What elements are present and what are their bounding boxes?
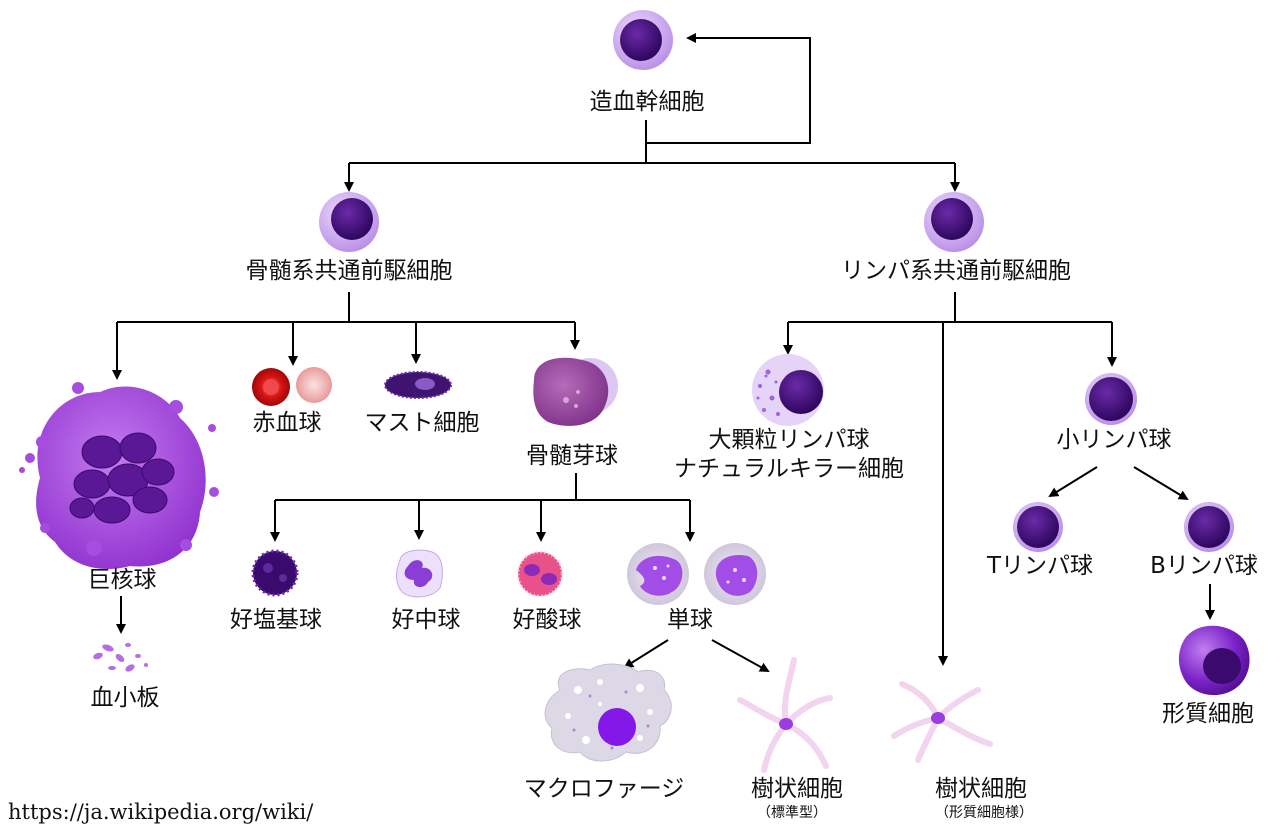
label-clp: リンパ系共通前駆細胞 xyxy=(841,258,1071,284)
basophil-cell-icon xyxy=(251,549,299,597)
label-mast-cell: マスト細胞 xyxy=(364,410,480,436)
label-erythrocyte: 赤血球 xyxy=(252,410,322,436)
small-lymphocyte-cell-icon xyxy=(1085,373,1137,425)
eosinophil-cell-icon xyxy=(516,550,564,598)
label-small-lymphocyte: 小リンパ球 xyxy=(1056,427,1172,453)
neutrophil-cell-icon xyxy=(396,549,443,598)
monocyte-cell-icon xyxy=(627,543,766,605)
megakaryocyte-cell-icon xyxy=(19,382,219,569)
label-lgl: 大顆粒リンパ球 xyxy=(708,427,870,453)
b-lymphocyte-cell-icon xyxy=(1184,502,1234,552)
arrow-to-macrophage xyxy=(623,639,669,669)
label-hsc: 造血幹細胞 xyxy=(589,89,705,115)
dendritic-plasmacytoid-nucleus-icon xyxy=(931,712,945,724)
dendritic-myeloid-nucleus-icon xyxy=(779,718,793,730)
label-dendritic-plasmacytoid-note: （形質細胞様） xyxy=(935,805,1033,821)
label-plasma-cell: 形質細胞 xyxy=(1162,701,1254,727)
connectors xyxy=(112,33,1215,672)
arrow-to-b-lymphocyte xyxy=(1133,466,1189,501)
label-platelet: 血小板 xyxy=(90,685,160,711)
label-neutrophil: 好中球 xyxy=(391,607,461,633)
lgl-cell-icon xyxy=(752,354,824,426)
arrow-to-t-lymphocyte xyxy=(1048,466,1098,498)
hsc-cell-icon xyxy=(613,10,673,70)
label-dendritic-plasmacytoid: 樹状細胞 xyxy=(935,776,1027,802)
label-eosinophil: 好酸球 xyxy=(512,607,582,633)
t-lymphocyte-cell-icon xyxy=(1013,502,1063,552)
macrophage-cell-icon xyxy=(544,663,672,762)
myeloblast-cell-icon xyxy=(533,357,618,426)
source-url: https://ja.wikipedia.org/wiki/ xyxy=(8,800,314,824)
label-b-lymphocyte: Bリンパ球 xyxy=(1150,553,1258,579)
mast-cell-icon xyxy=(384,371,452,399)
label-nk-cell: ナチュラルキラー細胞 xyxy=(674,456,904,482)
label-megakaryocyte: 巨核球 xyxy=(87,567,157,593)
clp-cell-icon xyxy=(924,192,984,252)
platelet-cell-icon xyxy=(93,643,148,672)
label-cmp: 骨髄系共通前駆細胞 xyxy=(245,258,453,284)
label-macrophage: マクロファージ xyxy=(523,776,685,802)
cmp-cell-icon xyxy=(319,192,379,252)
label-t-lymphocyte: Tリンパ球 xyxy=(986,553,1094,579)
label-monocyte: 単球 xyxy=(667,607,713,633)
label-basophil: 好塩基球 xyxy=(230,607,322,633)
label-dendritic-myeloid-note: （標準型） xyxy=(757,805,827,821)
arrow-to-dendritic-myeloid xyxy=(711,639,770,672)
label-myeloblast: 骨髄芽球 xyxy=(526,443,618,469)
erythrocyte-cell-icon xyxy=(252,367,332,406)
label-dendritic-myeloid: 樹状細胞 xyxy=(751,776,843,802)
dendritic-myeloid-cell-icon xyxy=(737,657,833,773)
plasma-cell-icon xyxy=(1178,625,1250,696)
